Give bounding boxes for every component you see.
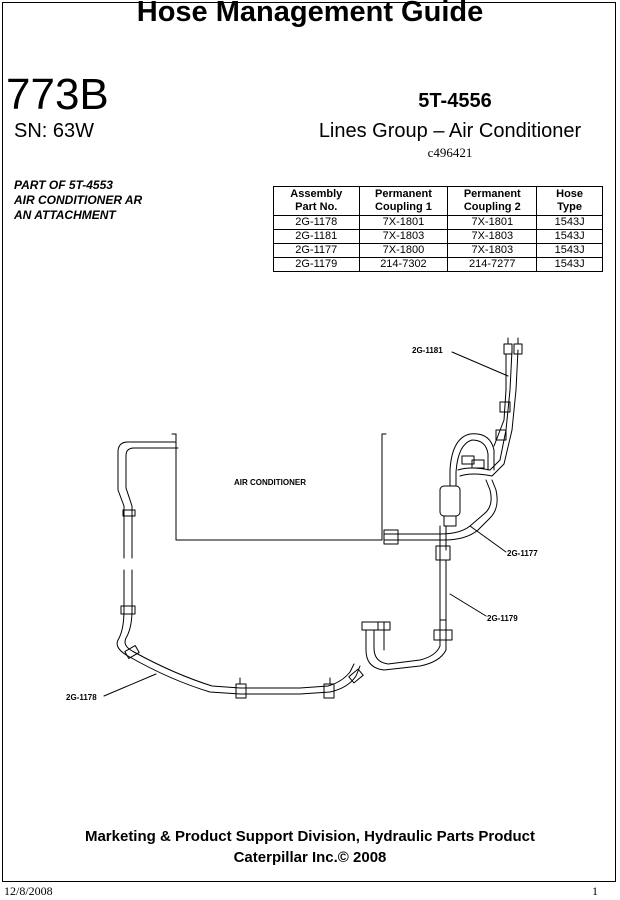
footer-division: Marketing & Product Support Division, Hy… — [84, 828, 536, 845]
table-cell: 214-7302 — [358, 257, 449, 272]
hose-routing-diagram: AIR CONDITIONER 2G-1181 2G-1177 2G-1179 … — [66, 337, 538, 702]
document-code: c496421 — [427, 145, 473, 160]
table-row: 2G-1181 7X-1803 7X-1803 1543J — [273, 229, 603, 244]
table-cell: 1543J — [536, 229, 603, 244]
table-cell: 7X-1803 — [358, 229, 449, 244]
table-cell: 7X-1801 — [447, 215, 538, 230]
table-cell: 2G-1178 — [273, 215, 360, 230]
attachment-note: PART OF 5T-4553 AIR CONDITIONER AR AN AT… — [14, 178, 142, 223]
table-cell: 7X-1800 — [358, 243, 449, 258]
serial-number: SN: 63W — [14, 120, 95, 142]
table-cell: 2G-1181 — [273, 229, 360, 244]
table-cell: 1543J — [536, 257, 603, 272]
table-cell: 214-7277 — [447, 257, 538, 272]
table-cell: 1543J — [536, 243, 603, 258]
callout-2g-1179: 2G-1179 — [487, 614, 518, 623]
table-cell: 1543J — [536, 215, 603, 230]
table-cell: 2G-1179 — [273, 257, 360, 272]
hose-2g-1181 — [439, 337, 523, 621]
table-cell: 2G-1177 — [273, 243, 360, 258]
callout-leaders — [103, 351, 509, 697]
page-title: Hose Management Guide — [136, 0, 484, 28]
machine-model: 773B — [6, 70, 109, 119]
callout-2g-1181: 2G-1181 — [412, 346, 443, 355]
air-conditioner-unit — [171, 433, 387, 541]
hose-2g-1179 — [361, 545, 453, 671]
hose-2g-1178 — [116, 441, 364, 699]
table-cell: 7X-1803 — [447, 229, 538, 244]
table-row: 2G-1179 214-7302 214-7277 1543J — [273, 257, 603, 272]
page-border — [2, 2, 616, 882]
table-cell: 7X-1803 — [447, 243, 538, 258]
table-row: 2G-1177 7X-1800 7X-1803 1543J — [273, 243, 603, 258]
group-name: Lines Group – Air Conditioner — [318, 120, 582, 142]
footer-date: 12/8/2008 — [4, 884, 53, 898]
table-cell: 7X-1801 — [358, 215, 449, 230]
hose-2g-1177 — [383, 479, 498, 545]
page-number: 1 — [592, 884, 598, 898]
callout-2g-1178: 2G-1178 — [66, 693, 97, 702]
group-part-number: 5T-4556 — [418, 90, 492, 112]
note-line: AN ATTACHMENT — [14, 208, 116, 222]
table-row: 2G-1178 7X-1801 7X-1801 1543J — [273, 215, 603, 230]
air-conditioner-label: AIR CONDITIONER — [234, 478, 306, 487]
callout-2g-1177: 2G-1177 — [507, 549, 538, 558]
note-line: AIR CONDITIONER AR — [14, 193, 143, 207]
note-line: PART OF 5T-4553 — [14, 178, 113, 192]
footer-copyright: Caterpillar Inc.© 2008 — [233, 849, 387, 866]
